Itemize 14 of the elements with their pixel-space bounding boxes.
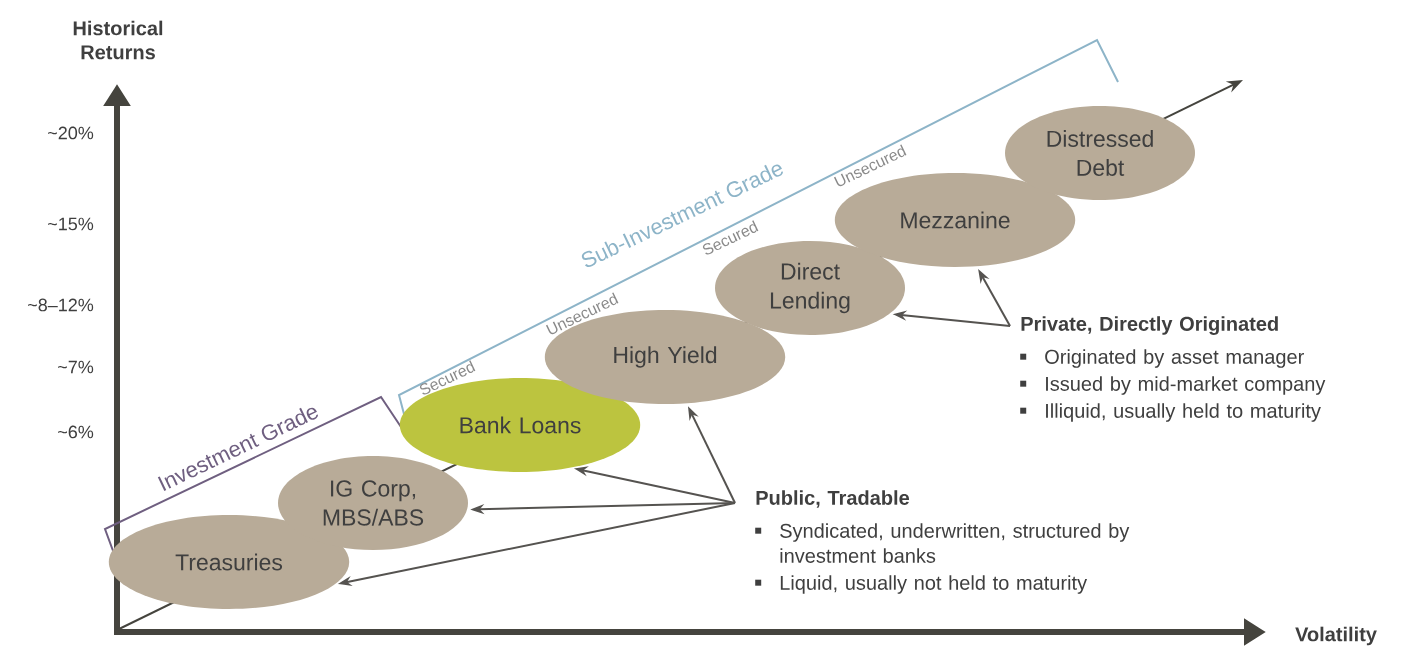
tick-label: ~7% xyxy=(58,360,94,374)
bullet-item: Illiquid, usually held to maturity xyxy=(1020,403,1321,422)
bullet-item: Syndicated, underwritten, structured by investment banks xyxy=(755,523,1130,563)
tick-label: ~20% xyxy=(48,126,94,140)
axis-title: Volatility xyxy=(1295,626,1377,646)
axis-title: Historical Returns xyxy=(73,20,163,60)
bullet-item: Issued by mid-market company xyxy=(1020,376,1326,395)
tick-label: ~6% xyxy=(58,425,94,439)
bullet-item: Liquid, usually not held to maturity xyxy=(755,575,1088,594)
tick-label: ~8–12% xyxy=(28,298,94,312)
tick-label: ~15% xyxy=(48,217,94,231)
bullet-item: Originated by asset manager xyxy=(1020,349,1304,368)
list-heading: Private, Directly Originated xyxy=(1021,316,1278,335)
list-heading: Public, Tradable xyxy=(756,490,910,508)
